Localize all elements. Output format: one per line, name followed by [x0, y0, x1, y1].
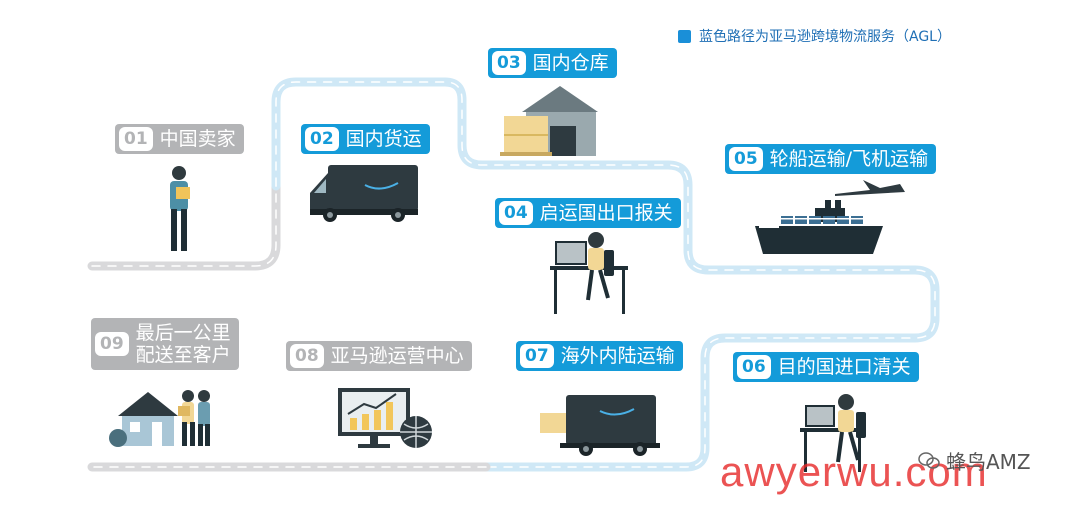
overseas-truck-icon [540, 395, 660, 456]
step-04-label: 04 启运国出口报关 [495, 198, 681, 228]
operations-chart-icon [338, 388, 432, 448]
watermark-brand: 蜂鸟AMZ [918, 446, 1031, 475]
step-05-number: 05 [729, 147, 763, 171]
warehouse-icon [500, 86, 598, 156]
wechat-icon [918, 451, 940, 469]
step-02-text: 国内货运 [345, 128, 422, 150]
step-09-text-line1: 最后一公里 [135, 322, 231, 344]
step-03-label: 03 国内仓库 [488, 48, 617, 78]
ship-and-plane-icon [755, 180, 905, 254]
seller-icon [170, 166, 190, 251]
legend-swatch [678, 29, 691, 43]
step-04-text: 启运国出口报关 [539, 202, 673, 224]
legend: 蓝色路径为亚马逊跨境物流服务（AGL） [678, 26, 951, 46]
watermark-site: awyerwu.com [720, 448, 988, 495]
step-01-label: 01 中国卖家 [115, 124, 244, 154]
step-07-number: 07 [520, 344, 554, 368]
step-03-number: 03 [492, 51, 526, 75]
import-desk-icon [800, 394, 866, 472]
step-05-label: 05 轮船运输/飞机运输 [725, 144, 937, 174]
step-06-text: 目的国进口清关 [777, 356, 911, 378]
step-01-text: 中国卖家 [159, 128, 236, 150]
step-09-text-line2: 配送至客户 [135, 344, 231, 366]
step-03-text: 国内仓库 [532, 52, 609, 74]
step-06-number: 06 [737, 355, 771, 379]
step-01-number: 01 [119, 127, 153, 151]
step-08-number: 08 [290, 344, 324, 368]
step-09-number: 09 [95, 332, 129, 356]
step-02-number: 02 [305, 127, 339, 151]
route-paths [87, 77, 940, 472]
customs-desk-icon [550, 232, 628, 314]
path-blue-dash [275, 81, 936, 468]
legend-text: 蓝色路径为亚马逊跨境物流服务（AGL） [699, 29, 951, 45]
step-02-label: 02 国内货运 [301, 124, 430, 154]
watermark-brand-text: 蜂鸟AMZ [946, 450, 1031, 474]
step-04-number: 04 [499, 201, 533, 225]
delivery-van-icon [310, 165, 418, 222]
step-07-text: 海外内陆运输 [560, 345, 675, 367]
step-08-text: 亚马逊运营中心 [330, 345, 464, 367]
step-07-label: 07 海外内陆运输 [516, 341, 683, 371]
home-delivery-icon [109, 390, 210, 447]
step-09-label: 09 最后一公里 配送至客户 [91, 318, 239, 370]
step-05-text: 轮船运输/飞机运输 [769, 148, 929, 170]
step-08-label: 08 亚马逊运营中心 [286, 341, 472, 371]
step-06-label: 06 目的国进口清关 [733, 352, 919, 382]
